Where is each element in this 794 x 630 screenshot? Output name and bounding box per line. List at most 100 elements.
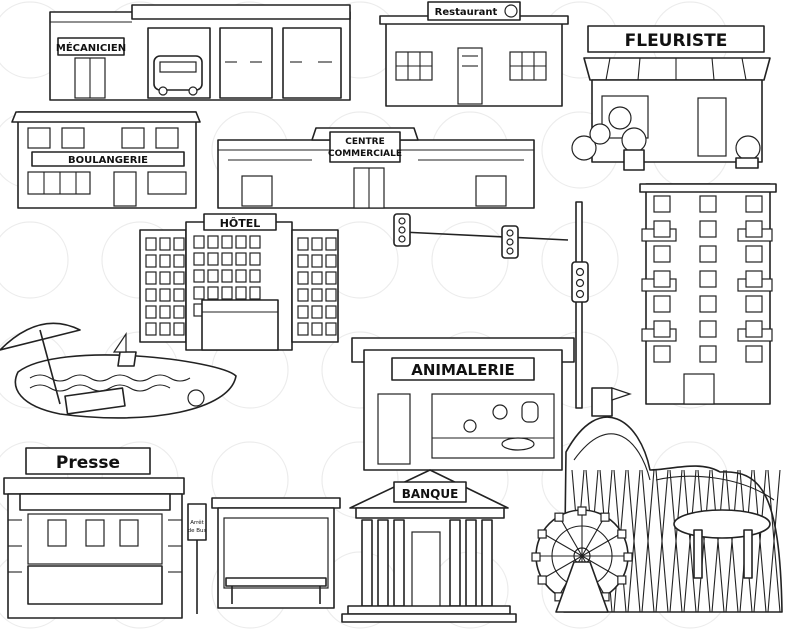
- hotel-window: [325, 305, 337, 319]
- restaurant-building: Restaurant: [379, 1, 569, 107]
- coaster-beam: [711, 469, 725, 613]
- hotel-window: [145, 288, 157, 302]
- hotel-window: [173, 254, 185, 268]
- bank-column: [393, 519, 405, 607]
- newsstand-sign: [25, 447, 151, 475]
- apartment-window: [653, 220, 671, 238]
- restaurant-sign: [427, 1, 521, 21]
- hotel-window: [173, 322, 185, 336]
- hotel-window: [325, 322, 337, 336]
- coaster-beam: [641, 469, 655, 613]
- apartment-window: [745, 195, 763, 213]
- apartment-window: [699, 320, 717, 338]
- hotel-window: [297, 305, 309, 319]
- hotel-window: [193, 286, 205, 300]
- mall-sign-text-1: CENTRE: [345, 137, 385, 147]
- ferris-spoke: [581, 532, 623, 557]
- hotel-sign: [203, 213, 277, 231]
- hotel-window: [249, 269, 261, 283]
- bus-stop-sign: Arrêt de Bus: [187, 503, 207, 614]
- hotel-window: [311, 305, 323, 319]
- mechanic-sign: [57, 37, 125, 56]
- apartment-window: [699, 295, 717, 313]
- bakery-sign: [31, 151, 185, 167]
- hotel-window: [207, 286, 219, 300]
- traffic-light-pole: [571, 201, 589, 409]
- ferris-spoke: [558, 515, 583, 557]
- hotel-window: [235, 252, 247, 266]
- coaster-beam: [627, 469, 641, 613]
- mall-building: CENTRE COMMERCIALE: [217, 127, 535, 209]
- apartment-window: [699, 345, 717, 363]
- hotel-window: [159, 271, 171, 285]
- bus-shelter: [211, 497, 341, 609]
- hotel-window: [235, 235, 247, 249]
- apartment-window: [699, 220, 717, 238]
- hotel-window: [145, 254, 157, 268]
- apartment-window: [699, 245, 717, 263]
- hotel-window: [311, 237, 323, 251]
- pet-shop-sign: [391, 357, 535, 381]
- bakery-building: BOULANGERIE: [11, 111, 201, 209]
- hotel-window: [311, 288, 323, 302]
- hotel-window: [173, 305, 185, 319]
- hotel-window: [325, 288, 337, 302]
- apartment-window: [653, 295, 671, 313]
- apartment-window: [653, 245, 671, 263]
- hotel-window: [145, 322, 157, 336]
- coaster-beam: [669, 469, 683, 613]
- apartment-window: [653, 270, 671, 288]
- hotel-window: [145, 271, 157, 285]
- ferris-cabin: [617, 529, 627, 539]
- coaster-beam: [725, 469, 739, 613]
- flower-pot-right: [735, 135, 761, 161]
- florist-sign: [587, 25, 765, 53]
- mall-sign-text-2: COMMERCIALE: [328, 149, 402, 159]
- hotel-window: [207, 235, 219, 249]
- flag-icon: [611, 387, 632, 401]
- hotel-window: [297, 237, 309, 251]
- hotel-window: [297, 322, 309, 336]
- apartment-window: [745, 270, 763, 288]
- hotel-window: [235, 286, 247, 300]
- bus-stop-text-1: Arrêt: [190, 519, 204, 526]
- apartment-window: [653, 345, 671, 363]
- hotel-window: [249, 252, 261, 266]
- apartment-window: [699, 270, 717, 288]
- hotel-window: [173, 237, 185, 251]
- bank-column: [481, 519, 493, 607]
- coaster-beam: [753, 469, 767, 613]
- plate-icon: [504, 4, 518, 18]
- ferris-cabin: [554, 512, 564, 522]
- bank-sign-text: BANQUE: [402, 487, 459, 501]
- apartment-window: [745, 320, 763, 338]
- ferris-cabin: [531, 552, 541, 562]
- apartment-tower: [639, 183, 777, 405]
- newsstand-building: Presse: [3, 447, 185, 619]
- hotel-sign-text: HÔTEL: [220, 217, 261, 230]
- bank-column: [449, 519, 461, 607]
- hotel-window: [159, 305, 171, 319]
- beach-scene: [0, 322, 237, 419]
- hotel-window: [159, 237, 171, 251]
- ferris-spoke: [581, 555, 623, 580]
- coaster-beam: [655, 469, 669, 613]
- watermark-circle: [431, 221, 509, 299]
- coaster-beam: [683, 469, 697, 613]
- apartment-window: [745, 295, 763, 313]
- ferris-spoke: [541, 532, 583, 557]
- apartment-window: [699, 195, 717, 213]
- bakery-sign-text: BOULANGERIE: [68, 155, 148, 166]
- ferris-spoke: [581, 515, 606, 557]
- hotel-window: [159, 288, 171, 302]
- hotel-window: [173, 271, 185, 285]
- hotel-window: [221, 252, 233, 266]
- hotel-window: [235, 269, 247, 283]
- florist-building: FLEURISTE: [571, 25, 771, 171]
- ferris-cabin: [537, 575, 547, 585]
- merry-go-round-top: [673, 509, 771, 539]
- mechanic-building: MÉCANICIEN: [49, 4, 351, 101]
- bank-column: [361, 519, 373, 607]
- ferris-cabin: [537, 529, 547, 539]
